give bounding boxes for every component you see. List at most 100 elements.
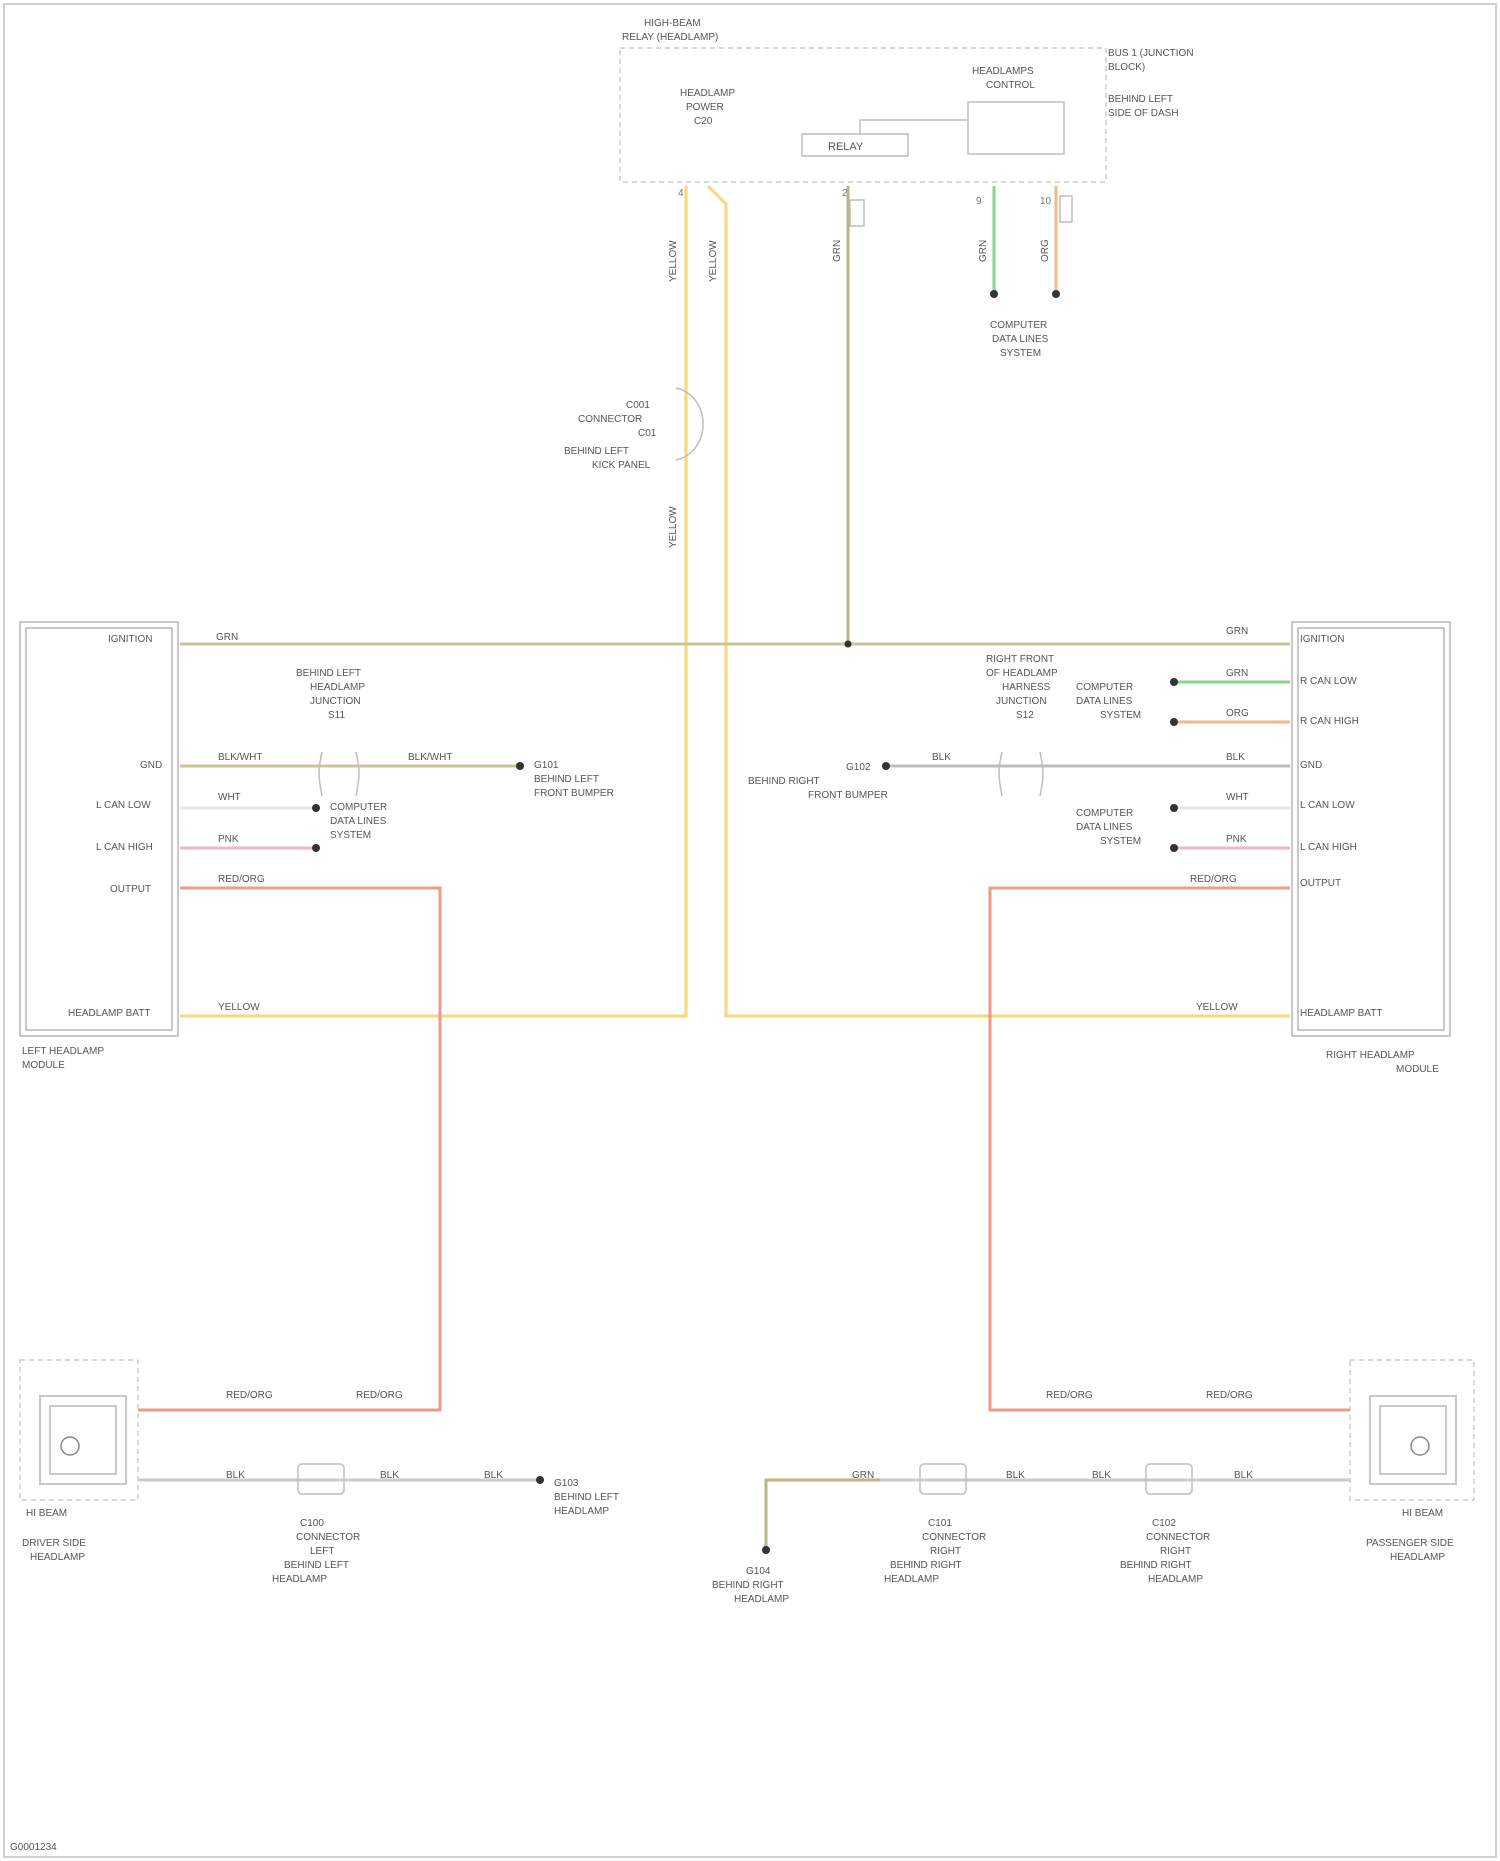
svg-text:GRN: GRN	[1226, 668, 1248, 679]
svg-text:C100: C100	[300, 1518, 324, 1529]
svg-text:YELLOW: YELLOW	[1196, 1002, 1238, 1013]
svg-text:BLK: BLK	[1226, 752, 1245, 763]
svg-text:BEHIND LEFT: BEHIND LEFT	[564, 446, 629, 457]
svg-text:BEHIND RIGHT: BEHIND RIGHT	[1120, 1560, 1192, 1571]
svg-text:IGNITION: IGNITION	[1300, 634, 1344, 645]
top-module-title-1: HIGH-BEAM	[644, 18, 701, 29]
svg-text:RIGHT: RIGHT	[1160, 1546, 1191, 1557]
svg-text:BLK: BLK	[380, 1470, 399, 1481]
svg-text:GND: GND	[140, 760, 162, 771]
svg-text:HEADLAMP: HEADLAMP	[310, 682, 365, 693]
svg-text:HEADLAMP: HEADLAMP	[554, 1506, 609, 1517]
svg-text:DATA LINES: DATA LINES	[330, 816, 387, 827]
top-module-right-2: CONTROL	[986, 80, 1035, 91]
headlamp-control-box	[968, 102, 1064, 154]
svg-text:HARNESS: HARNESS	[1002, 682, 1051, 693]
svg-text:COMPUTER: COMPUTER	[330, 802, 387, 813]
svg-text:BLK: BLK	[1234, 1470, 1253, 1481]
top-module-side-4: SIDE OF DASH	[1108, 108, 1179, 119]
svg-text:SYSTEM: SYSTEM	[1100, 710, 1141, 721]
svg-text:PNK: PNK	[218, 834, 239, 845]
svg-text:GRN: GRN	[852, 1470, 874, 1481]
svg-text:OF HEADLAMP: OF HEADLAMP	[986, 668, 1058, 679]
svg-text:BEHIND LEFT: BEHIND LEFT	[296, 668, 361, 679]
svg-text:LEFT: LEFT	[310, 1546, 334, 1557]
svg-text:SYSTEM: SYSTEM	[1100, 836, 1141, 847]
yellow-wire-left	[180, 186, 686, 1016]
svg-text:RED/ORG: RED/ORG	[356, 1390, 403, 1401]
footer-code: G0001234	[10, 1842, 57, 1853]
svg-text:RED/ORG: RED/ORG	[218, 874, 265, 885]
svg-text:DATA LINES: DATA LINES	[992, 334, 1049, 345]
svg-text:ORG: ORG	[1226, 708, 1249, 719]
top-relay-module: HIGH-BEAM RELAY (HEADLAMP) BUS 1 (JUNCTI…	[620, 18, 1194, 207]
svg-text:HEADLAMP: HEADLAMP	[30, 1552, 85, 1563]
yellow-wire-right	[708, 186, 1290, 1016]
svg-text:G101: G101	[534, 760, 559, 771]
svg-text:BEHIND RIGHT: BEHIND RIGHT	[890, 1560, 962, 1571]
svg-text:CONNECTOR: CONNECTOR	[578, 414, 642, 425]
headlamp-bulb-icon	[61, 1437, 79, 1455]
svg-text:C102: C102	[1152, 1518, 1176, 1529]
svg-text:BLK: BLK	[932, 752, 951, 763]
svg-text:L CAN HIGH: L CAN HIGH	[1300, 842, 1357, 853]
svg-text:WHT: WHT	[218, 792, 241, 803]
svg-text:COMPUTER: COMPUTER	[990, 320, 1047, 331]
svg-text:KICK PANEL: KICK PANEL	[592, 460, 651, 471]
relay-label: RELAY	[828, 141, 864, 153]
top-module-side-1: BUS 1 (JUNCTION	[1108, 48, 1194, 59]
svg-text:S12: S12	[1016, 710, 1034, 721]
top-computer-data-lines: COMPUTER DATA LINES SYSTEM	[990, 320, 1049, 359]
svg-text:HEADLAMP: HEADLAMP	[734, 1594, 789, 1605]
splice-c001: C001 CONNECTOR C01 BEHIND LEFT KICK PANE…	[564, 388, 703, 471]
svg-text:G102: G102	[846, 762, 871, 773]
svg-text:DATA LINES: DATA LINES	[1076, 822, 1133, 833]
svg-text:RED/ORG: RED/ORG	[1206, 1390, 1253, 1401]
svg-text:PASSENGER SIDE: PASSENGER SIDE	[1366, 1538, 1454, 1549]
headlamp-bulb-icon	[1411, 1437, 1429, 1455]
svg-text:PNK: PNK	[1226, 834, 1247, 845]
svg-text:JUNCTION: JUNCTION	[996, 696, 1047, 707]
svg-text:LEFT HEADLAMP: LEFT HEADLAMP	[22, 1046, 104, 1057]
svg-text:BLK: BLK	[484, 1470, 503, 1481]
svg-text:YELLOW: YELLOW	[218, 1002, 260, 1013]
svg-text:HEADLAMP: HEADLAMP	[272, 1574, 327, 1585]
svg-text:COMPUTER: COMPUTER	[1076, 808, 1133, 819]
svg-text:RIGHT: RIGHT	[930, 1546, 961, 1557]
top-module-left-1: HEADLAMP	[680, 88, 735, 99]
svg-text:MODULE: MODULE	[1396, 1064, 1439, 1075]
svg-text:RED/ORG: RED/ORG	[1190, 874, 1237, 885]
svg-text:R CAN LOW: R CAN LOW	[1300, 676, 1357, 687]
svg-text:DRIVER SIDE: DRIVER SIDE	[22, 1538, 86, 1549]
svg-text:YELLOW: YELLOW	[708, 240, 719, 282]
top-module-side-3: BEHIND LEFT	[1108, 94, 1173, 105]
svg-text:JUNCTION: JUNCTION	[310, 696, 361, 707]
svg-text:G103: G103	[554, 1478, 579, 1489]
svg-text:BLK: BLK	[1092, 1470, 1111, 1481]
svg-text:MODULE: MODULE	[22, 1060, 65, 1071]
svg-text:GRN: GRN	[978, 240, 989, 262]
top-wires	[180, 186, 1290, 1016]
svg-text:S11: S11	[328, 710, 345, 721]
svg-text:9: 9	[976, 196, 982, 207]
svg-text:L CAN LOW: L CAN LOW	[1300, 800, 1355, 811]
svg-text:BLK/WHT: BLK/WHT	[408, 752, 452, 763]
svg-text:BLK: BLK	[226, 1470, 245, 1481]
svg-text:R CAN HIGH: R CAN HIGH	[1300, 716, 1359, 727]
top-module-left-3: C20	[694, 116, 713, 127]
svg-text:FRONT BUMPER: FRONT BUMPER	[808, 790, 888, 801]
svg-text:GRN: GRN	[216, 632, 238, 643]
svg-text:HEADLAMP BATT: HEADLAMP BATT	[68, 1008, 150, 1019]
svg-text:BLK: BLK	[1006, 1470, 1025, 1481]
svg-text:IGNITION: IGNITION	[108, 634, 152, 645]
svg-text:BEHIND RIGHT: BEHIND RIGHT	[712, 1580, 784, 1591]
svg-text:4: 4	[678, 188, 684, 199]
top-module-left-2: POWER	[686, 102, 724, 113]
svg-text:C101: C101	[928, 1518, 952, 1529]
svg-text:CONNECTOR: CONNECTOR	[1146, 1532, 1210, 1543]
svg-text:CONNECTOR: CONNECTOR	[296, 1532, 360, 1543]
svg-text:DATA LINES: DATA LINES	[1076, 696, 1133, 707]
svg-text:L CAN LOW: L CAN LOW	[96, 800, 151, 811]
svg-text:WHT: WHT	[1226, 792, 1249, 803]
svg-text:G104: G104	[746, 1566, 771, 1577]
